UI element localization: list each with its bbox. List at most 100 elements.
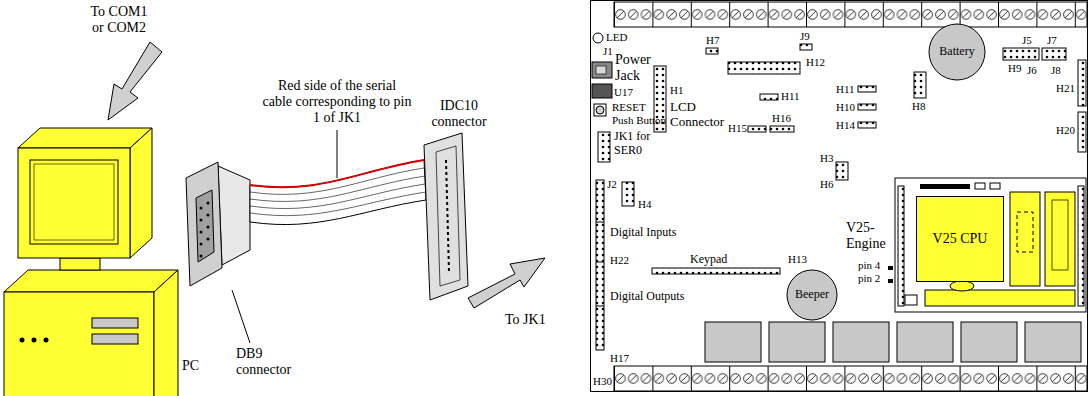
label-text: U17 — [614, 86, 633, 99]
node-text: Battery — [939, 45, 974, 59]
pin-marker — [888, 266, 893, 270]
label-text: DB9 connector — [236, 346, 306, 378]
chip-socket — [1017, 212, 1033, 252]
db9-pin — [207, 226, 210, 229]
chip-part — [990, 183, 1000, 189]
monitor-neck — [60, 258, 100, 270]
label-text: J8 — [1051, 64, 1061, 77]
monitor-side — [130, 128, 152, 258]
db9-plate — [186, 162, 222, 286]
label-text: H20 — [1056, 124, 1075, 137]
label-text: To JK1 — [505, 312, 546, 328]
ribbon-wire — [250, 184, 425, 209]
crystal — [950, 281, 974, 291]
ribbon-cable — [250, 160, 426, 225]
terminal-strip — [614, 366, 1087, 391]
header — [1078, 112, 1086, 152]
label-text: J1 — [603, 45, 613, 58]
header — [914, 72, 926, 98]
label-text: H15 — [728, 122, 747, 135]
pc-base-top — [4, 270, 178, 292]
beeper: Beeper — [787, 270, 837, 320]
regulator — [592, 84, 612, 98]
battery: Battery — [929, 24, 985, 80]
memory-chip — [1010, 192, 1040, 286]
module-bar — [925, 290, 1075, 306]
header — [748, 126, 766, 132]
header — [622, 182, 634, 206]
label-text: Power Jack — [615, 52, 655, 84]
db9-shell — [196, 190, 214, 262]
idc10-connector — [424, 133, 468, 300]
cpu-chip: V25 CPU — [916, 196, 1004, 282]
header — [706, 48, 718, 54]
relay — [705, 322, 761, 362]
header — [858, 104, 876, 110]
monitor-front — [18, 148, 130, 258]
idc10-pins — [446, 160, 449, 272]
leader-line — [232, 290, 250, 343]
label-text: H11 — [836, 83, 855, 96]
chip-part — [975, 183, 985, 189]
db9-pin — [200, 255, 203, 258]
relay — [769, 322, 825, 362]
reset-button-cap — [596, 106, 604, 114]
terminal-dividers — [614, 366, 1087, 391]
ribbon-wire — [250, 192, 426, 216]
module-jumper — [905, 295, 917, 305]
label-text: J5 — [1022, 34, 1032, 47]
db9-hood — [218, 166, 250, 265]
led — [593, 33, 603, 43]
terminal-strip — [614, 2, 1087, 27]
header — [770, 126, 794, 132]
label-text: LED — [606, 31, 627, 44]
label-text: PC — [182, 358, 199, 374]
db9-pin — [200, 243, 203, 246]
label-text: H7 — [706, 34, 719, 47]
db9-pin — [200, 231, 203, 234]
relay — [897, 322, 953, 362]
label-text: H14 — [836, 119, 855, 132]
db9-pin — [207, 238, 210, 241]
monitor-screen-inner — [34, 164, 114, 240]
pc-base-front — [4, 292, 154, 396]
monitor-top — [18, 128, 152, 148]
label-text: pin 4 — [858, 259, 880, 272]
db9-pin — [207, 214, 210, 217]
label-text: J2 — [607, 178, 617, 191]
header — [760, 94, 778, 100]
label-text: H3 — [820, 152, 833, 165]
module-pins — [898, 186, 904, 306]
v25-module — [895, 178, 1086, 312]
label-text: H13 — [788, 253, 807, 266]
label-text: LCD Connector — [670, 100, 730, 130]
label-text: H6 — [820, 178, 833, 191]
label-text: JK1 for SER0 — [614, 130, 664, 158]
relay — [833, 322, 889, 362]
db9-pin — [207, 202, 210, 205]
label-text: Red side of the serial cable correspondi… — [262, 78, 412, 126]
module-pins — [1078, 186, 1084, 306]
label-text: H17 — [610, 352, 629, 365]
label-text: H4 — [638, 198, 651, 211]
strip-divider — [596, 222, 604, 223]
pc-drive — [92, 318, 138, 328]
pc-light — [32, 338, 37, 343]
label-text: RESET Push Button — [612, 101, 668, 126]
label-text: H9 — [1008, 62, 1021, 75]
header-jk1 — [598, 132, 610, 162]
db9-pin — [200, 219, 203, 222]
label-text: Digital Inputs — [610, 226, 676, 240]
label-text: pin 2 — [858, 272, 880, 285]
node-text: Beeper — [795, 288, 829, 302]
keypad-header — [652, 268, 780, 274]
chip-socket — [1052, 200, 1068, 270]
header — [1003, 48, 1039, 60]
label-text: H16 — [772, 112, 791, 125]
strip-divider — [596, 262, 604, 263]
header — [858, 86, 876, 92]
header — [1042, 48, 1066, 60]
label-text: H8 — [912, 100, 925, 113]
header — [800, 44, 812, 50]
pc-light — [20, 338, 25, 343]
